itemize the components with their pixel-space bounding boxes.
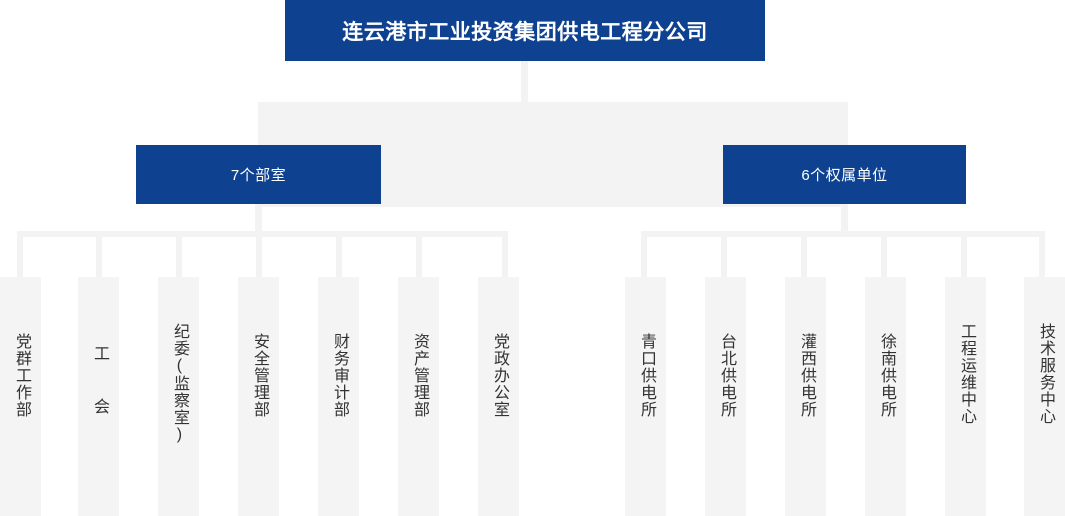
connector-leg-right-5 — [961, 231, 967, 279]
connector-root-stem — [521, 61, 528, 106]
leaf-node-dept-1[interactable]: 党群工作部 — [0, 277, 41, 516]
leaf-label: 安全管理部 — [250, 333, 268, 418]
leaf-node-dept-5[interactable]: 财务审计部 — [318, 277, 359, 516]
connector-leg-left-3 — [176, 231, 182, 279]
leaf-label: 工 会 — [90, 345, 108, 415]
leaf-node-unit-6[interactable]: 技术服务中心 — [1024, 277, 1065, 516]
connector-leg-right-6 — [1039, 231, 1045, 279]
leaf-node-dept-4[interactable]: 安全管理部 — [238, 277, 279, 516]
leaf-node-dept-6[interactable]: 资产管理部 — [398, 277, 439, 516]
leaf-label: 技术服务中心 — [1036, 323, 1054, 425]
connector-leg-right-2 — [721, 231, 727, 279]
leaf-node-unit-3[interactable]: 灌西供电所 — [785, 277, 826, 516]
leaf-label: 徐南供电所 — [877, 333, 895, 418]
leaf-label: 工程运维中心 — [957, 323, 975, 425]
connector-leg-left-5 — [336, 231, 342, 279]
leaf-node-unit-1[interactable]: 青口供电所 — [625, 277, 666, 516]
leaf-label: 纪委(监察室) — [170, 323, 188, 444]
connector-left-rail — [17, 231, 508, 237]
connector-leg-left-4 — [256, 231, 262, 279]
branch-node-departments[interactable]: 7个部室 — [136, 145, 381, 204]
leaf-label: 青口供电所 — [637, 333, 655, 418]
leaf-label: 财务审计部 — [330, 333, 348, 418]
connector-leg-right-3 — [801, 231, 807, 279]
leaf-node-unit-5[interactable]: 工程运维中心 — [945, 277, 986, 516]
leaf-node-dept-2[interactable]: 工 会 — [78, 277, 119, 516]
connector-leg-left-7 — [502, 231, 508, 279]
connector-right-rail — [641, 231, 1045, 237]
leaf-node-dept-3[interactable]: 纪委(监察室) — [158, 277, 199, 516]
leaf-label: 党政办公室 — [490, 333, 508, 418]
connector-leg-left-1 — [17, 231, 23, 279]
connector-leg-right-1 — [641, 231, 647, 279]
connector-leg-left-6 — [416, 231, 422, 279]
leaf-label: 党群工作部 — [12, 333, 30, 418]
org-root-title: 连云港市工业投资集团供电工程分公司 — [285, 0, 765, 61]
leaf-label: 灌西供电所 — [797, 333, 815, 418]
connector-right-stem — [841, 204, 848, 236]
branch-node-affiliated-units[interactable]: 6个权属单位 — [723, 145, 966, 204]
leaf-label: 资产管理部 — [410, 333, 428, 418]
leaf-node-unit-4[interactable]: 徐南供电所 — [865, 277, 906, 516]
connector-leg-right-4 — [881, 231, 887, 279]
leaf-label: 台北供电所 — [717, 333, 735, 418]
connector-left-stem — [255, 204, 262, 236]
leaf-node-unit-2[interactable]: 台北供电所 — [705, 277, 746, 516]
leaf-node-dept-7[interactable]: 党政办公室 — [478, 277, 519, 516]
connector-leg-left-2 — [96, 231, 102, 279]
